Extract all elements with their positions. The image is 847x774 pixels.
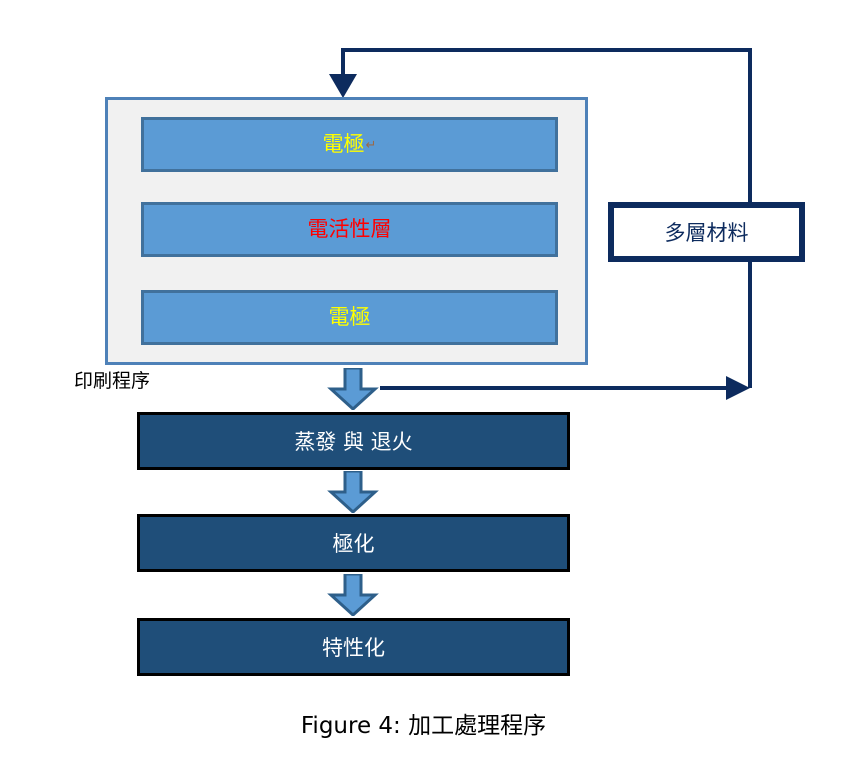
multilayer-material-box[interactable]: 多層材料 [608,202,805,262]
feedback-wire-inlet-drop [341,48,345,78]
layer-bottom-electrode-label: 電極 [328,305,371,329]
multilayer-material-label: 多層材料 [664,221,749,245]
return-wire-horizontal [380,386,728,390]
feedback-wire-top-horizontal [343,48,752,52]
block-arrow-to-evaporation [327,368,379,410]
printing-process-label: 印刷程序 [74,370,151,392]
return-arrowhead-right [726,376,750,400]
layer-top-electrode[interactable]: 電極↵ [141,117,558,172]
step-box-evaporation-annealing[interactable]: 蒸發 與 退火 [137,412,570,470]
step-box-poling[interactable]: 極化 [137,514,570,572]
layer-electroactive[interactable]: 電活性層 [141,202,558,257]
step-label-poling: 極化 [332,532,375,556]
paragraph-mark-icon: ↵ [365,136,377,152]
block-arrow-to-characterization [327,574,379,616]
step-label-characterization: 特性化 [322,636,385,660]
return-wire-vertical-upper [748,260,752,388]
step-label-evaporation-annealing: 蒸發 與 退火 [294,430,413,454]
layer-bottom-electrode[interactable]: 電極 [141,290,558,345]
layer-electroactive-label: 電活性層 [307,217,392,241]
block-arrow-to-poling [327,471,379,513]
printing-stack-container: 電極↵ 電活性層 電極 [105,97,588,365]
figure-caption: Figure 4: 加工處理程序 [300,713,547,739]
feedback-wire-right-riser [748,48,752,204]
layer-top-electrode-label: 電極 [322,132,365,156]
feedback-arrowhead-down [329,74,357,98]
step-box-characterization[interactable]: 特性化 [137,618,570,676]
